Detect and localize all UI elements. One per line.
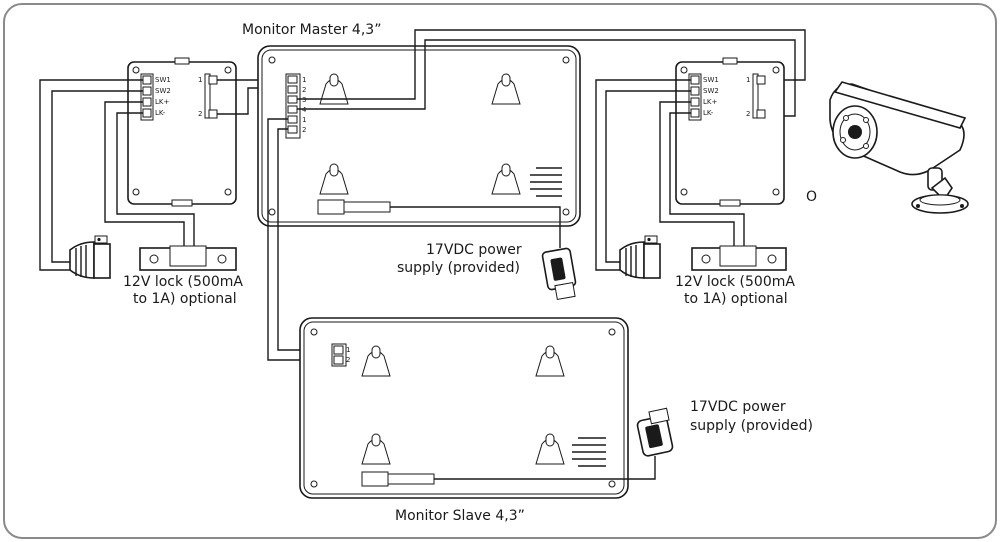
power-slave-label-line1: 17VDC power: [690, 399, 786, 415]
terminal-lk-minus: LK-: [155, 109, 166, 117]
electric-lock-right: [691, 245, 787, 271]
monitor-master-label: Monitor Master 4,3”: [242, 22, 381, 38]
connector-1: 1: [746, 76, 750, 84]
terminal-lk-minus: LK-: [703, 109, 714, 117]
slave-terminal-1: 1: [346, 346, 350, 354]
power-adapter-slave: [636, 407, 674, 457]
push-button-right: [619, 235, 661, 279]
master-terminal-4: 4: [302, 106, 307, 114]
door-station-right: SW1 SW2 LK+ LK- 1 2: [675, 57, 785, 207]
power-slave-label-line2: supply (provided): [690, 418, 813, 434]
terminal-sw1: SW1: [703, 76, 719, 84]
connector-2: 2: [746, 110, 750, 118]
monitor-slave: 1 2: [299, 317, 629, 499]
power-master-label-line2: supply (provided): [397, 260, 520, 276]
power-adapter-master: [541, 247, 577, 301]
slave-terminal-2: 2: [346, 356, 350, 364]
master-terminal-1: 1: [302, 76, 306, 84]
power-master-label-line1: 17VDC power: [426, 242, 522, 258]
master-terminal-2: 2: [302, 86, 306, 94]
terminal-sw1: SW1: [155, 76, 171, 84]
or-label: O: [806, 189, 817, 205]
lock-left-label-line1: 12V lock (500mA: [123, 274, 243, 290]
master-terminal-5: 1: [302, 116, 306, 124]
lock-right-label-line2: to 1A) optional: [684, 291, 788, 307]
master-terminal-6: 2: [302, 126, 306, 134]
master-terminal-3: 3: [302, 96, 306, 104]
electric-lock-left: [139, 245, 237, 271]
terminal-sw2: SW2: [155, 87, 171, 95]
push-button-left: [69, 235, 111, 279]
terminal-sw2: SW2: [703, 87, 719, 95]
diagram-frame: [3, 3, 997, 539]
connector-1: 1: [198, 76, 202, 84]
lock-left-label-line2: to 1A) optional: [133, 291, 237, 307]
terminal-lk-plus: LK+: [703, 98, 717, 106]
connector-2: 2: [198, 110, 202, 118]
cctv-camera-icon: [829, 81, 969, 214]
door-station-left: SW1 SW2 LK+ LK- 1 2: [127, 57, 237, 207]
lock-right-label-line1: 12V lock (500mA: [675, 274, 795, 290]
monitor-master: 1 2 3 4 1 2: [257, 45, 581, 227]
terminal-lk-plus: LK+: [155, 98, 169, 106]
monitor-slave-label: Monitor Slave 4,3”: [395, 508, 525, 524]
